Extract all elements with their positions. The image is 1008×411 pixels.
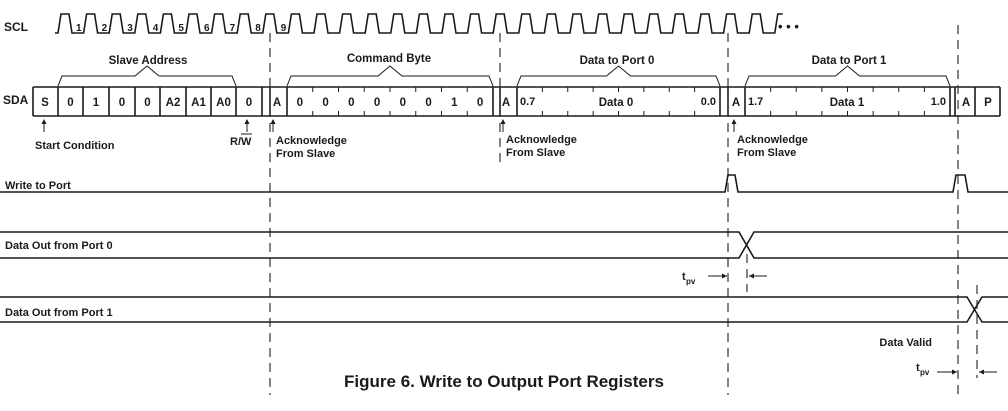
tpv-label-2: t pv: [916, 362, 930, 377]
sda-rw-bit: 0: [246, 97, 252, 109]
data-port0-label: Data to Port 0: [580, 55, 655, 67]
sda-label: SDA: [3, 93, 29, 107]
sda-address-bit: 0: [119, 97, 125, 109]
data1-lsb: 1.0: [931, 96, 946, 108]
sda-stop-bit: P: [984, 97, 992, 109]
data0-label: Data 0: [599, 97, 634, 109]
sda-address-bit: 1: [93, 97, 100, 109]
sda-address-bit: 0: [144, 97, 150, 109]
sda-ack4: A: [962, 97, 970, 109]
scl-label: SCL: [4, 20, 28, 34]
data1-label: Data 1: [830, 97, 865, 109]
arrow-head-icon: [270, 119, 276, 124]
arrow-head-icon: [722, 273, 727, 279]
ack3-line2: From Slave: [737, 147, 796, 159]
arrow-head-icon: [41, 119, 47, 124]
command-byte-brace: [286, 65, 494, 87]
clock-number-3: 3: [127, 23, 133, 34]
sda-ack2: A: [502, 97, 510, 109]
data0-msb: 0.7: [520, 96, 535, 108]
arrow-head-icon: [952, 369, 957, 375]
ack1-line2: From Slave: [276, 148, 335, 160]
data-port1-brace: [744, 65, 951, 87]
ack2-line2: From Slave: [506, 147, 565, 159]
data1-msb: 1.7: [748, 96, 763, 108]
sda-command-bit: 0: [322, 97, 328, 109]
scl-ellipsis: • • •: [778, 19, 799, 34]
tpv-label-1: t pv: [682, 271, 696, 286]
sda-start-bit: S: [41, 97, 49, 109]
sda-ack1: A: [273, 97, 281, 109]
scl-waveform: [55, 13, 783, 34]
arrow-head-icon: [244, 119, 250, 124]
tpv-t: t: [916, 362, 920, 374]
data-valid-label: Data Valid: [879, 337, 932, 349]
slave-address-label: Slave Address: [109, 55, 188, 67]
write-to-port-label: Write to Port: [5, 180, 71, 192]
sda-address-bit: A1: [191, 97, 206, 109]
tpv-sub: pv: [920, 368, 930, 377]
slave-address-brace: [57, 65, 237, 87]
start-condition-label: Start Condition: [35, 140, 115, 152]
tpv-sub: pv: [686, 277, 696, 286]
clock-number-5: 5: [178, 23, 184, 34]
arrow-head-icon: [979, 369, 984, 375]
arrow-head-icon: [500, 119, 506, 124]
data-port1-label: Data to Port 1: [812, 55, 887, 67]
sda-address-bit: A2: [166, 97, 181, 109]
clock-number-6: 6: [204, 23, 210, 34]
sda-command-bit: 0: [477, 97, 483, 109]
data-out-port0-waveform: [0, 231, 1008, 259]
clock-number-4: 4: [153, 23, 159, 34]
rw-label: R/W: [230, 136, 252, 148]
ack2-line1: Acknowledge: [506, 134, 577, 146]
data-out-port1-label: Data Out from Port 1: [5, 307, 113, 319]
sda-command-bit: 1: [451, 97, 458, 109]
sda-command-bit: 0: [348, 97, 354, 109]
data-port0-brace: [516, 65, 721, 87]
sda-command-bit: 0: [374, 97, 380, 109]
data-out-port0-label: Data Out from Port 0: [5, 240, 113, 252]
ack1-line1: Acknowledge: [276, 135, 347, 147]
sda-address-bit: 0: [67, 97, 73, 109]
write-to-port-waveform: [0, 174, 1008, 193]
sda-command-bit: 0: [400, 97, 406, 109]
tpv-t: t: [682, 271, 686, 283]
sda-command-bit: 0: [297, 97, 303, 109]
arrow-head-icon: [749, 273, 754, 279]
sda-command-bit: 0: [425, 97, 431, 109]
clock-number-2: 2: [102, 23, 108, 34]
clock-number-7: 7: [230, 23, 236, 34]
clock-number-1: 1: [76, 23, 82, 34]
ack3-line1: Acknowledge: [737, 134, 808, 146]
figure-caption: Figure 6. Write to Output Port Registers: [344, 372, 664, 391]
data0-lsb: 0.0: [701, 96, 716, 108]
sda-address-bit: A0: [216, 97, 231, 109]
sda-ack3: A: [732, 97, 740, 109]
arrow-head-icon: [731, 119, 737, 124]
clock-number-8: 8: [255, 23, 261, 34]
command-byte-label: Command Byte: [347, 53, 431, 65]
data-out-port1-waveform: [0, 296, 1008, 323]
clock-number-9: 9: [281, 23, 287, 34]
